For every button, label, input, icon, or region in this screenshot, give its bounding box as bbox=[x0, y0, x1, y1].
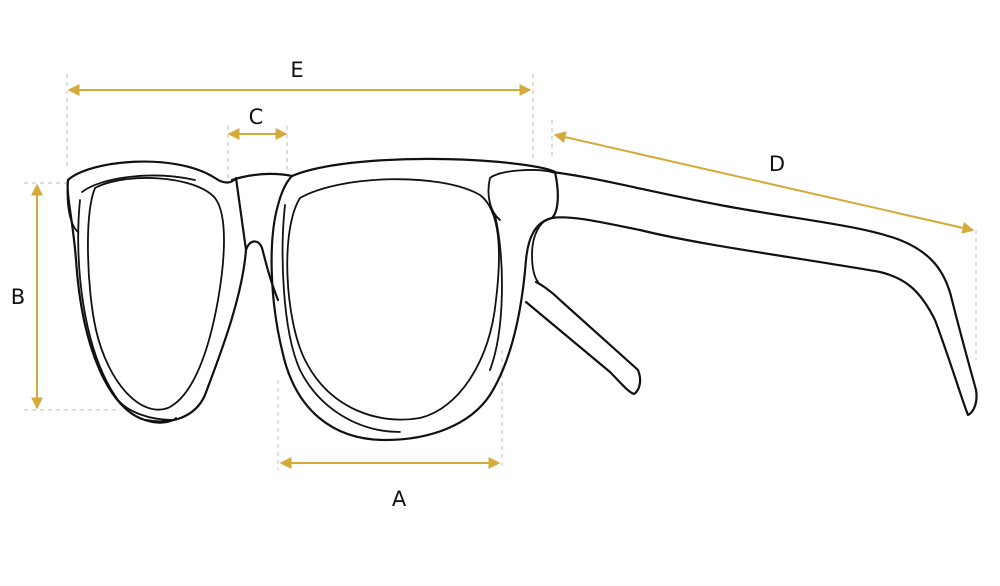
label-e: E bbox=[290, 58, 303, 82]
right-rim-inner-edge bbox=[281, 204, 503, 433]
eyeglasses-frame bbox=[66, 157, 978, 442]
dimension-labels: E C B A D bbox=[11, 58, 785, 511]
dimension-d-line bbox=[553, 131, 975, 234]
temple-arm-inner bbox=[531, 217, 553, 283]
left-endpiece bbox=[66, 179, 177, 424]
right-lens bbox=[286, 178, 500, 421]
label-a: A bbox=[392, 487, 407, 511]
label-d: D bbox=[769, 152, 785, 176]
label-c: C bbox=[249, 105, 264, 129]
far-temple-arm bbox=[524, 280, 642, 396]
left-lens bbox=[87, 177, 225, 411]
label-b: B bbox=[11, 285, 25, 309]
left-rim-inner-edge bbox=[77, 174, 196, 421]
dimension-lines bbox=[31, 84, 975, 469]
guide-lines bbox=[24, 74, 977, 470]
right-endpiece bbox=[487, 169, 553, 221]
right-rim-outer bbox=[270, 157, 559, 442]
left-rim-outer bbox=[66, 160, 248, 423]
